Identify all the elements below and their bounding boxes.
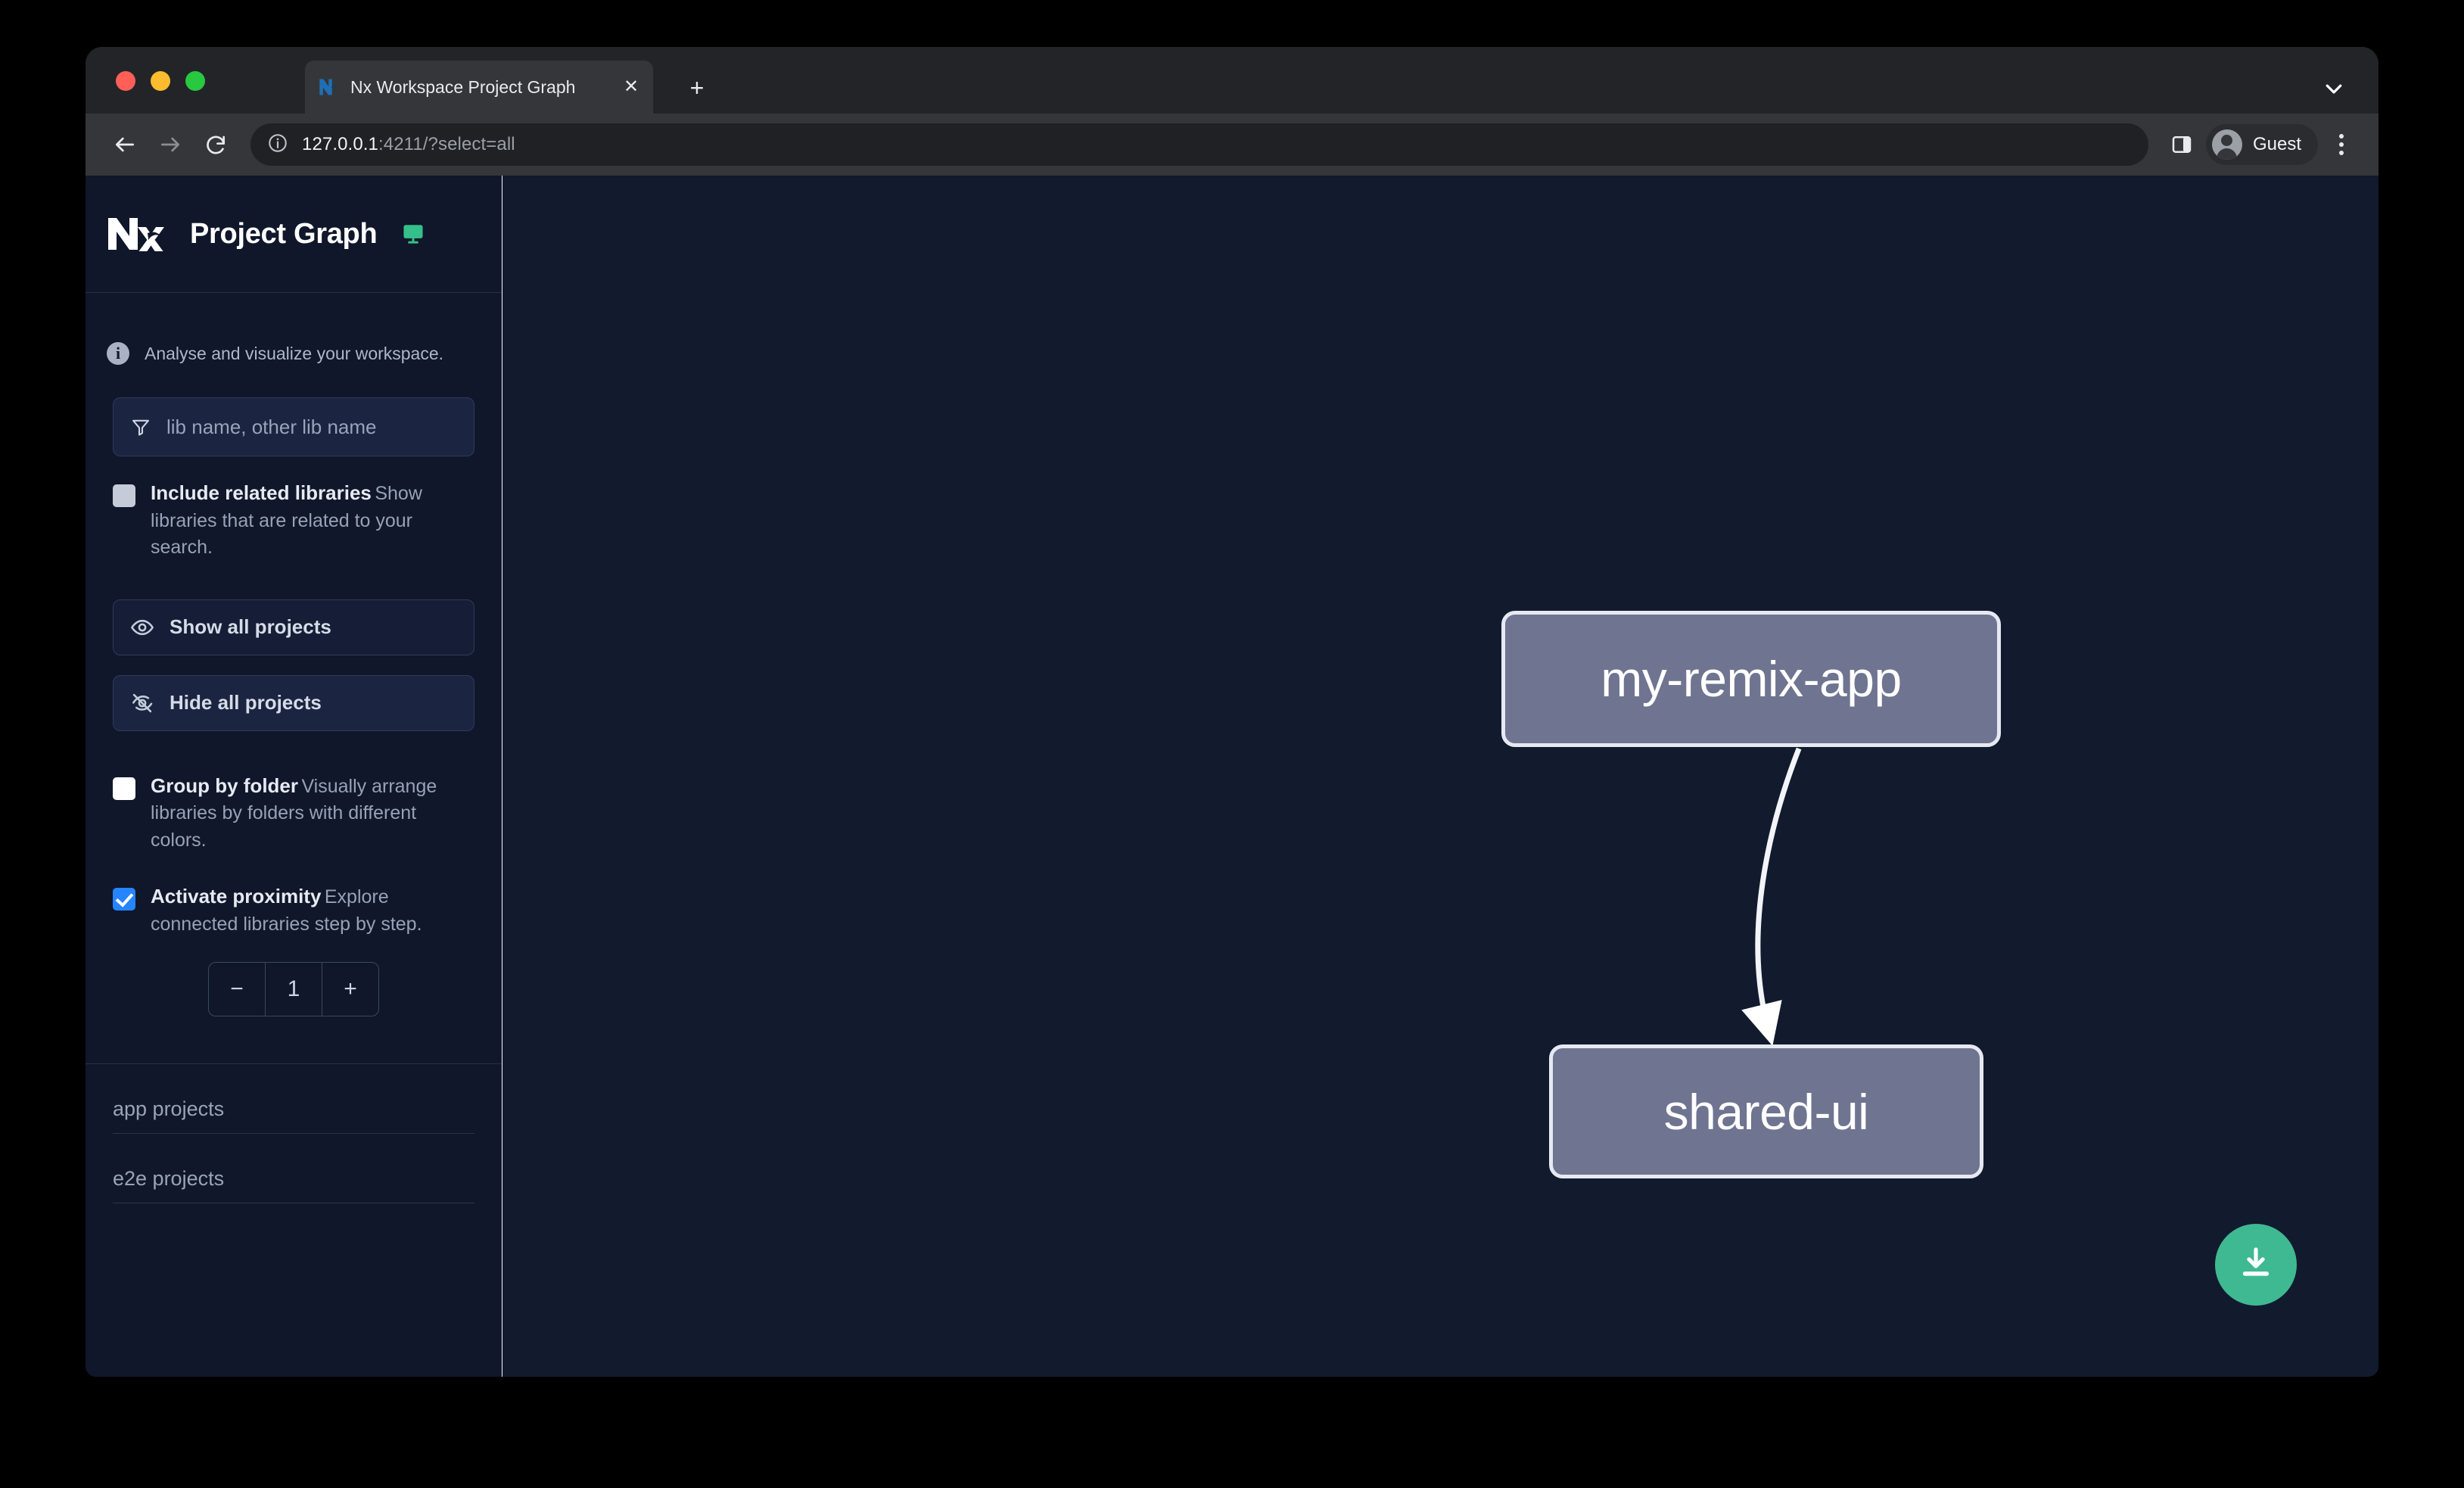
hide-all-projects-button[interactable]: Hide all projects xyxy=(113,674,474,731)
sidebar-header: Project Graph xyxy=(86,176,502,293)
option-label: Activate proximity xyxy=(151,885,322,907)
address-bar-url: 127.0.0.1:4211/?select=all xyxy=(302,134,515,155)
checkbox-activate-proximity[interactable] xyxy=(113,888,135,911)
option-description: Explore connected libraries step by step… xyxy=(151,886,422,935)
nx-favicon-icon xyxy=(317,76,340,98)
option-text: Activate proximity Explore connected lib… xyxy=(151,884,474,938)
window-traffic-lights xyxy=(116,71,205,91)
option-group-by-folder[interactable]: Group by folder Visually arrange librari… xyxy=(86,774,502,855)
sidebar-section-label: app projects xyxy=(113,1097,225,1120)
graph-node-my-remix-app[interactable]: my-remix-app xyxy=(1501,611,2001,747)
nx-logo-icon xyxy=(107,216,166,253)
sidebar-section-e2e-projects[interactable]: e2e projects xyxy=(113,1134,474,1203)
project-graph-canvas[interactable]: my-remix-app shared-ui xyxy=(502,176,2378,1377)
reload-button[interactable] xyxy=(194,123,237,166)
option-label: Group by folder xyxy=(151,774,298,797)
proximity-decrement-button[interactable]: − xyxy=(209,963,266,1016)
proximity-increment-button[interactable]: + xyxy=(322,963,378,1016)
new-tab-button[interactable]: + xyxy=(689,74,705,101)
checkbox-group-by-folder[interactable] xyxy=(113,777,135,800)
show-all-projects-label: Show all projects xyxy=(170,615,331,638)
profile-name: Guest xyxy=(2252,134,2301,154)
sidebar-section-app-projects[interactable]: app projects xyxy=(113,1064,474,1134)
option-text: Group by folder Visually arrange librari… xyxy=(151,774,474,855)
hide-all-projects-label: Hide all projects xyxy=(170,691,322,714)
profile-button[interactable]: Guest xyxy=(2205,124,2318,165)
sidebar: Project Graph i Analyse and visualize yo… xyxy=(86,176,515,1377)
sidebar-divider xyxy=(86,1063,502,1064)
side-panel-icon[interactable] xyxy=(2162,125,2201,164)
graph-edge-my-remix-app-to-shared-ui xyxy=(1741,747,1802,1046)
browser-menu-icon[interactable] xyxy=(2322,124,2360,165)
graph-edges xyxy=(1741,747,1802,1046)
checkbox-include-related-libraries[interactable] xyxy=(113,484,135,507)
address-bar-path: :4211/?select=all xyxy=(378,134,515,154)
address-bar-host: 127.0.0.1 xyxy=(302,134,378,154)
show-all-projects-button[interactable]: Show all projects xyxy=(113,599,474,655)
info-icon: i xyxy=(107,342,129,365)
back-button[interactable] xyxy=(104,123,146,166)
site-info-icon[interactable] xyxy=(267,132,288,157)
eye-off-icon xyxy=(130,691,154,715)
workspace-hint: i Analyse and visualize your workspace. xyxy=(86,293,502,376)
proximity-stepper[interactable]: − 1 + xyxy=(208,962,379,1016)
page-viewport: Project Graph i Analyse and visualize yo… xyxy=(86,176,2378,1377)
maximize-window-button[interactable] xyxy=(185,71,205,91)
filter-field[interactable] xyxy=(113,397,474,456)
tab-strip: Nx Workspace Project Graph ✕ + xyxy=(86,47,2378,114)
close-tab-button[interactable]: ✕ xyxy=(623,76,639,97)
graph-node-label: shared-ui xyxy=(1663,1083,1869,1140)
toolbar-right-group: Guest xyxy=(2162,124,2360,165)
graph-node-label: my-remix-app xyxy=(1601,651,1902,707)
page-title: Project Graph xyxy=(190,217,378,250)
download-graph-button[interactable] xyxy=(2215,1224,2297,1306)
option-include-related-libraries[interactable]: Include related libraries Show libraries… xyxy=(86,481,502,562)
eye-icon xyxy=(130,615,154,640)
graph-node-shared-ui[interactable]: shared-ui xyxy=(1549,1044,1983,1178)
option-activate-proximity[interactable]: Activate proximity Explore connected lib… xyxy=(86,884,502,938)
section-rule xyxy=(113,1133,474,1134)
search-input[interactable] xyxy=(166,415,457,439)
workspace-hint-text: Analyse and visualize your workspace. xyxy=(145,343,444,363)
browser-toolbar: 127.0.0.1:4211/?select=all Guest xyxy=(86,114,2378,176)
filter-icon xyxy=(130,416,151,437)
proximity-value: 1 xyxy=(287,976,300,1001)
option-description: Visually arrange libraries by folders wi… xyxy=(151,775,437,851)
browser-tab-title: Nx Workspace Project Graph xyxy=(350,76,576,97)
option-description: Show libraries that are related to your … xyxy=(151,483,422,558)
sidebar-section-label: e2e projects xyxy=(113,1167,225,1190)
minimize-window-button[interactable] xyxy=(151,71,170,91)
browser-tab[interactable]: Nx Workspace Project Graph ✕ xyxy=(305,61,653,114)
option-label: Include related libraries xyxy=(151,481,372,504)
chevron-down-icon[interactable] xyxy=(2321,77,2347,100)
download-icon xyxy=(2236,1244,2276,1287)
avatar xyxy=(2211,129,2242,160)
option-text: Include related libraries Show libraries… xyxy=(151,481,474,562)
forward-button[interactable] xyxy=(149,123,191,166)
browser-window: Nx Workspace Project Graph ✕ + xyxy=(86,47,2378,1377)
close-window-button[interactable] xyxy=(116,71,135,91)
address-bar[interactable]: 127.0.0.1:4211/?select=all xyxy=(250,123,2148,166)
monitor-icon[interactable] xyxy=(401,222,425,246)
